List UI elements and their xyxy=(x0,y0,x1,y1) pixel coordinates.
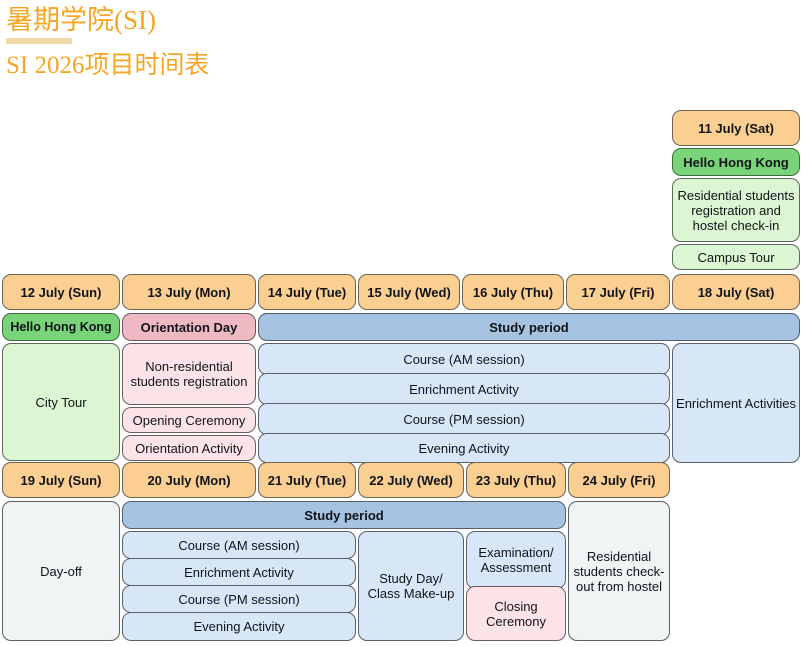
date-header-18-july[interactable]: 18 July (Sat) xyxy=(672,274,800,310)
date-header-22-july[interactable]: 22 July (Wed) xyxy=(358,462,464,498)
date-header-17-july[interactable]: 17 July (Fri) xyxy=(566,274,670,310)
date-header-16-july[interactable]: 16 July (Thu) xyxy=(462,274,564,310)
cell-closing-ceremony-23-july[interactable]: Closing Ceremony xyxy=(466,586,566,641)
date-header-21-july[interactable]: 21 July (Tue) xyxy=(258,462,356,498)
cell-enrichment-activity-week2[interactable]: Enrichment Activity xyxy=(122,558,356,586)
cell-opening-ceremony-13-july[interactable]: Opening Ceremony xyxy=(122,407,256,433)
cell-evening-activity-week1[interactable]: Evening Activity xyxy=(258,433,670,463)
cell-evening-activity-week2[interactable]: Evening Activity xyxy=(122,612,356,641)
banner-study-period-week1[interactable]: Study period xyxy=(258,313,800,341)
page-title: 暑期学院(SI) xyxy=(6,5,156,35)
cell-campus-tour-11-july[interactable]: Campus Tour xyxy=(672,244,800,270)
date-header-23-july[interactable]: 23 July (Thu) xyxy=(466,462,566,498)
banner-hello-hong-kong-11-july[interactable]: Hello Hong Kong xyxy=(672,148,800,176)
page-subtitle: SI 2026项目时间表 xyxy=(6,52,210,79)
date-header-13-july[interactable]: 13 July (Mon) xyxy=(122,274,256,310)
date-header-12-july[interactable]: 12 July (Sun) xyxy=(2,274,120,310)
cell-day-off-19-july[interactable]: Day-off xyxy=(2,501,120,641)
cell-course-am-week1[interactable]: Course (AM session) xyxy=(258,343,670,375)
banner-orientation-day-13-july[interactable]: Orientation Day xyxy=(122,313,256,341)
date-header-14-july[interactable]: 14 July (Tue) xyxy=(258,274,356,310)
date-header-19-july[interactable]: 19 July (Sun) xyxy=(2,462,120,498)
cell-city-tour-12-july[interactable]: City Tour xyxy=(2,343,120,461)
date-header-15-july[interactable]: 15 July (Wed) xyxy=(358,274,460,310)
cell-course-pm-week1[interactable]: Course (PM session) xyxy=(258,403,670,435)
cell-enrichment-activity-week1[interactable]: Enrichment Activity xyxy=(258,373,670,405)
cell-enrichment-activities-18-july[interactable]: Enrichment Activities xyxy=(672,343,800,463)
cell-course-pm-week2[interactable]: Course (PM session) xyxy=(122,585,356,613)
date-header-11-july[interactable]: 11 July (Sat) xyxy=(672,110,800,146)
banner-study-period-week2[interactable]: Study period xyxy=(122,501,566,529)
page-header: 暑期学院(SI) SI 2026项目时间表 xyxy=(6,4,506,81)
cell-non-residential-registration-13-july[interactable]: Non-residential students registration xyxy=(122,343,256,405)
cell-orientation-activity-13-july[interactable]: Orientation Activity xyxy=(122,435,256,461)
banner-hello-hong-kong-12-july[interactable]: Hello Hong Kong xyxy=(2,313,120,341)
cell-residential-registration-11-july[interactable]: Residential students registration and ho… xyxy=(672,178,800,242)
cell-course-am-week2[interactable]: Course (AM session) xyxy=(122,531,356,559)
date-header-24-july[interactable]: 24 July (Fri) xyxy=(568,462,670,498)
title-underline xyxy=(6,38,72,44)
cell-residential-checkout-24-july[interactable]: Residential students check-out from host… xyxy=(568,501,670,641)
cell-study-day-class-makeup-22-july[interactable]: Study Day/ Class Make-up xyxy=(358,531,464,641)
date-header-20-july[interactable]: 20 July (Mon) xyxy=(122,462,256,498)
cell-examination-assessment-23-july[interactable]: Examination/ Assessment xyxy=(466,531,566,589)
